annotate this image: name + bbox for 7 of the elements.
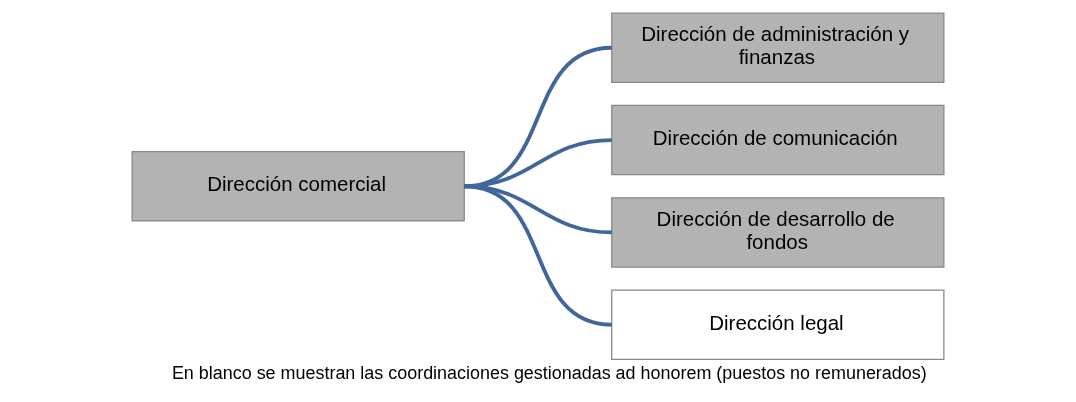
node-box: Dirección de desarrollo de fondos xyxy=(611,197,945,268)
caption: En blanco se muestran las coordinaciones gestionadas ad honorem (puestos no remunerados) xyxy=(171,362,927,383)
node-box: Dirección de comunicación xyxy=(611,104,945,176)
connector xyxy=(464,184,612,327)
node-box: Dirección legal xyxy=(611,289,945,360)
node-box: Dirección comercial xyxy=(131,151,465,222)
node-box: Dirección de administración y finanzas xyxy=(611,12,945,83)
